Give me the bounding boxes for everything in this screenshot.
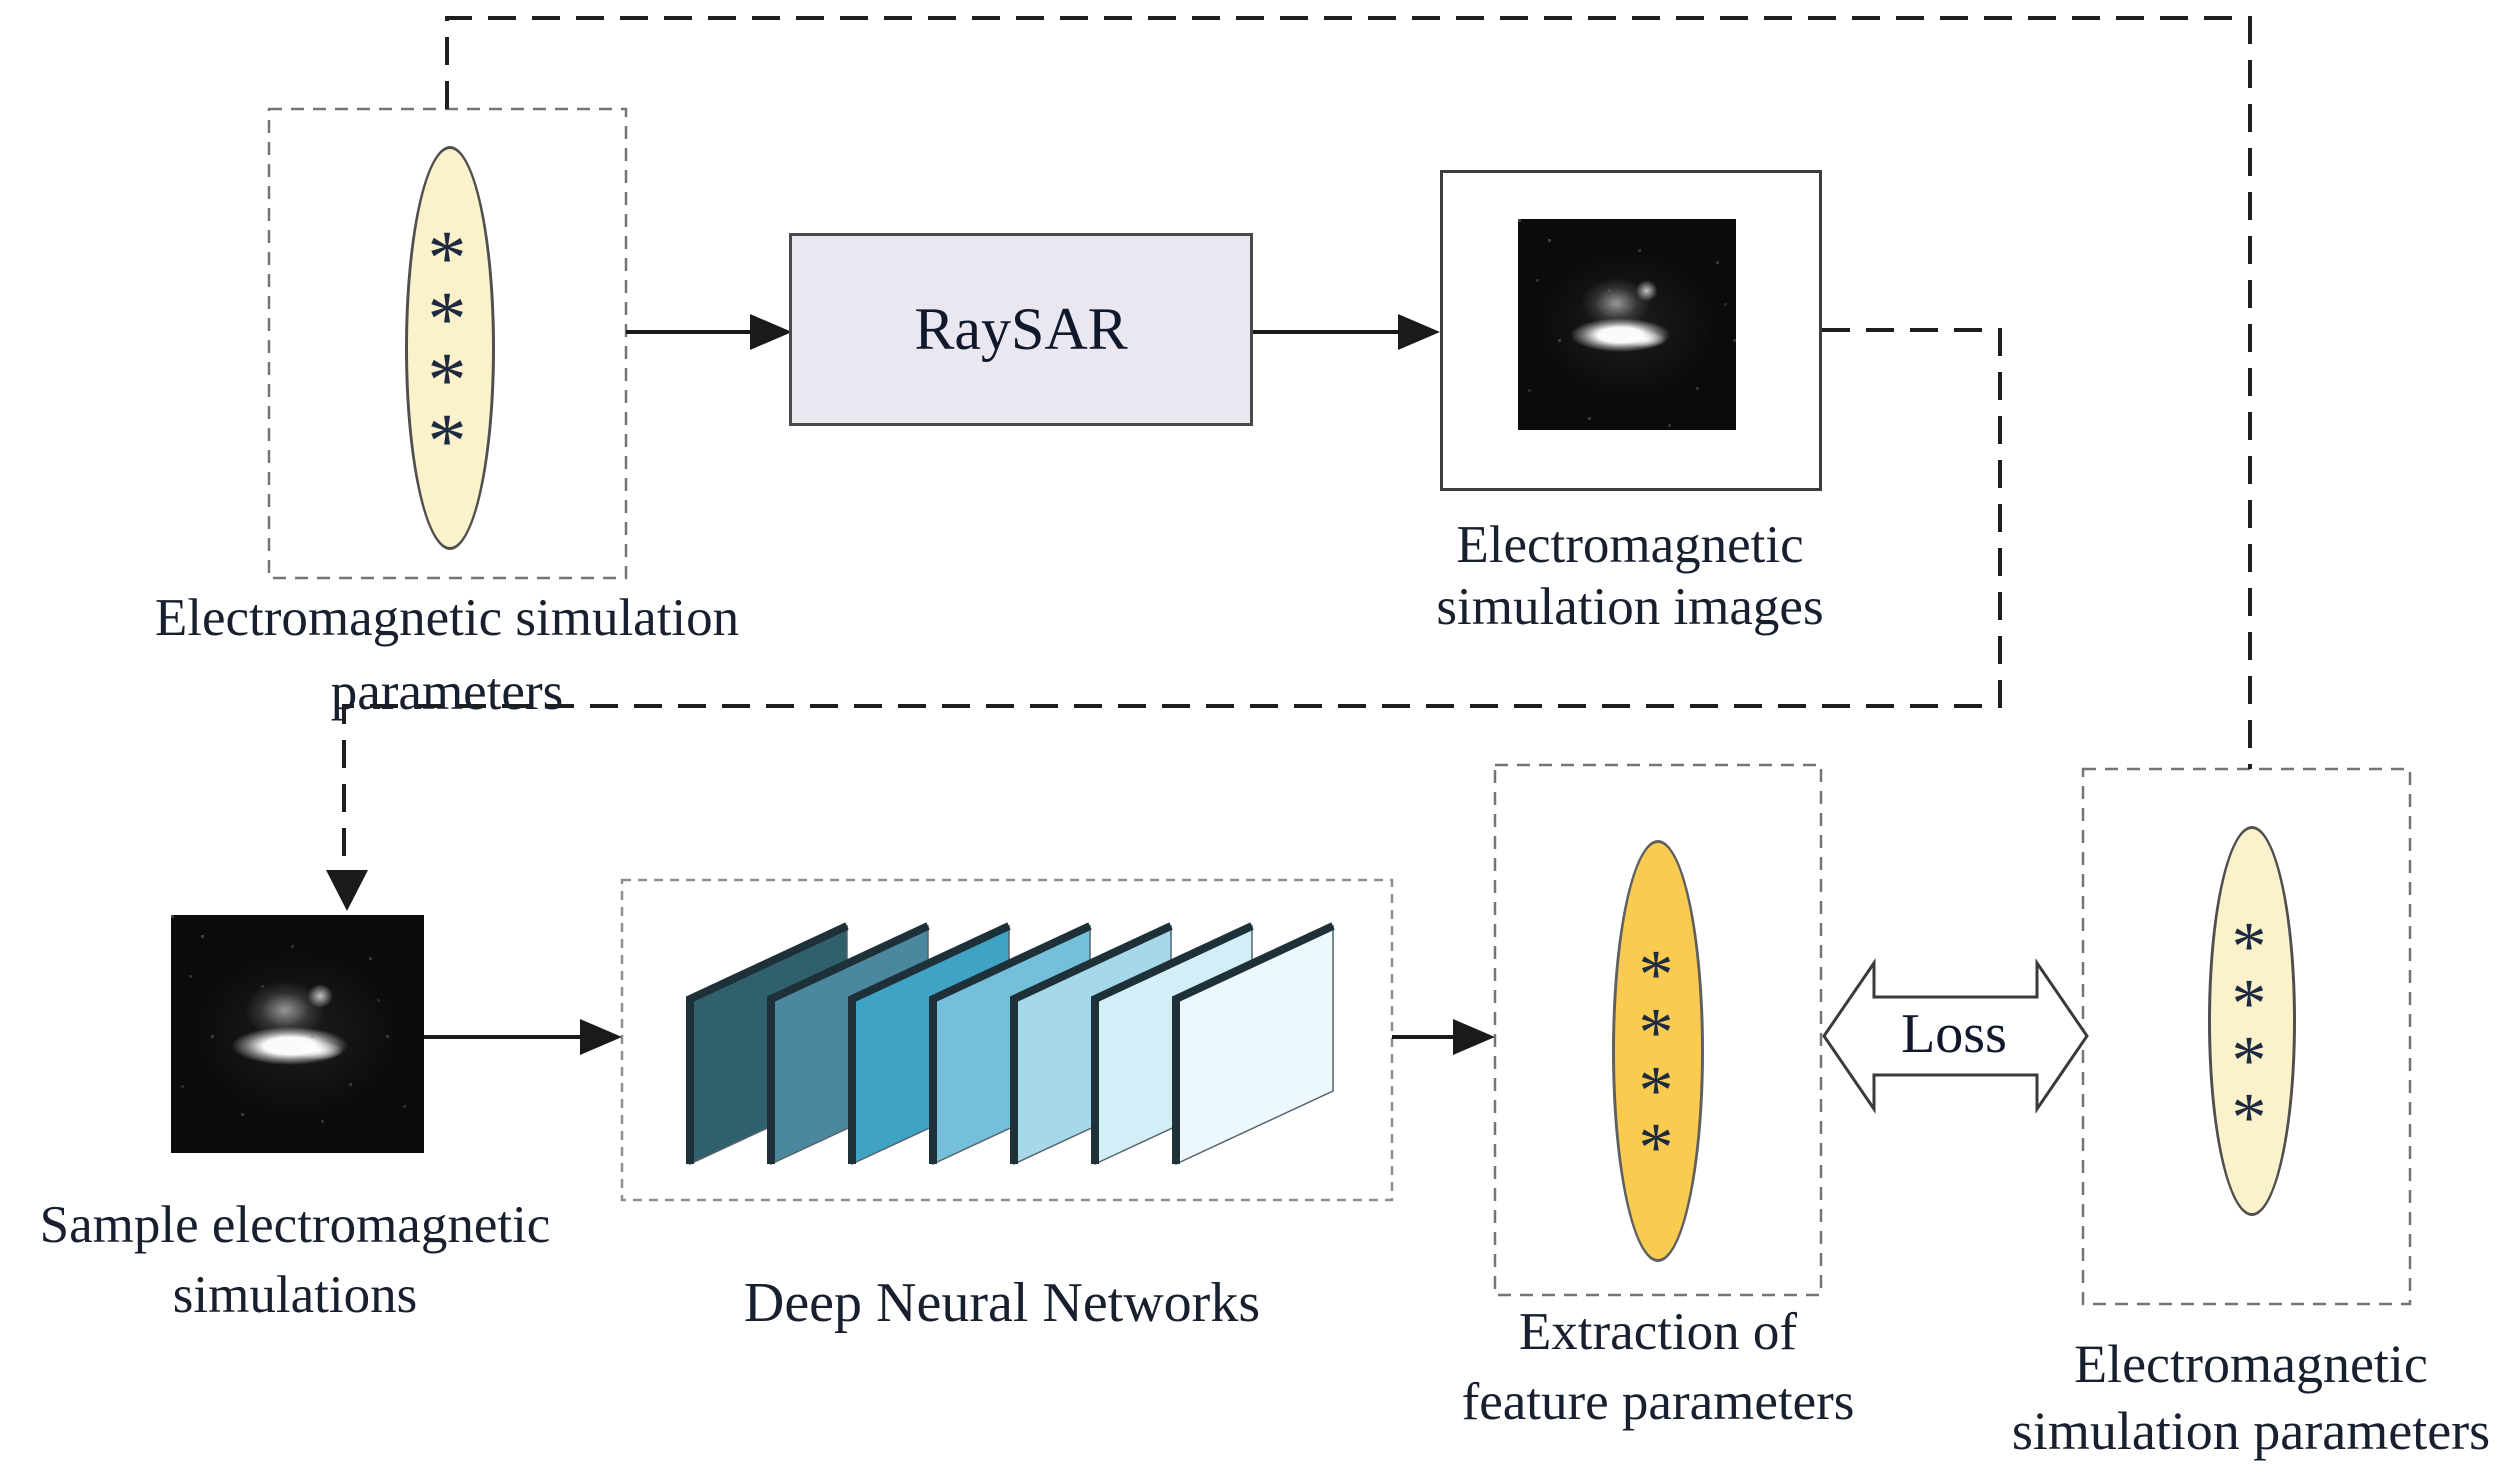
asterisk-symbol: * — [2231, 965, 2267, 1043]
label-line: feature parameters — [1461, 1373, 1855, 1431]
dnn-layer-edge — [929, 922, 1092, 1164]
asterisk-symbol: * — [427, 274, 467, 362]
label-line: Electromagnetic — [2074, 1334, 2428, 1394]
label-line: Deep Neural Networks — [743, 1272, 1261, 1334]
label-line: Sample electromagnetic — [39, 1196, 551, 1254]
em-params-left-ellipse — [405, 146, 495, 550]
dnn-dashed-box — [620, 878, 1394, 1202]
asterisk-symbol: * — [2231, 1022, 2267, 1100]
label-line: parameters — [330, 663, 564, 721]
em-simulation-sar-image — [1518, 219, 1736, 430]
arrowhead-right-icon — [750, 314, 792, 350]
arrowhead-right-icon — [580, 1019, 622, 1055]
em-params-right-label: Electromagnetic simulation parameters — [1931, 1331, 2511, 1465]
sar-noise-speckle — [171, 915, 174, 918]
extraction-feature-ellipse — [1612, 840, 1704, 1262]
arrowhead-right-icon — [1453, 1019, 1495, 1055]
em-simulation-images-label: Electromagnetic simulation images — [1330, 514, 1930, 638]
asterisk-symbol: * — [1638, 1052, 1674, 1130]
extraction-label: Extraction of feature parameters — [1358, 1297, 1958, 1437]
label-line: Electromagnetic — [1456, 516, 1804, 574]
dashed-connector-feedback — [342, 328, 2002, 869]
asterisk-symbol: * — [2231, 908, 2267, 986]
extraction-dashed-box — [1493, 763, 1823, 1297]
asterisk-symbol: * — [1638, 936, 1674, 1014]
label-line: Extraction of — [1518, 1303, 1798, 1361]
asterisk-symbol: * — [2231, 1079, 2267, 1157]
label-line: simulation images — [1436, 578, 1824, 636]
dnn-layer-edge — [1091, 922, 1254, 1164]
asterisk-symbol: * — [427, 335, 467, 423]
dnn-layers — [686, 922, 1335, 1166]
asterisk-symbol: * — [1638, 1109, 1674, 1187]
raysar-label: RaySAR — [914, 296, 1128, 362]
dnn-layer-edge — [767, 922, 930, 1164]
asterisk-symbol: * — [427, 396, 467, 484]
arrowhead-down-icon — [326, 870, 368, 911]
label-line: Electromagnetic simulation — [154, 589, 740, 647]
loss-double-arrow-icon — [1822, 958, 2089, 1114]
dnn-layer-7 — [1172, 922, 1335, 1166]
dnn-layer-edge — [686, 922, 849, 1164]
asterisk-symbol: * — [427, 213, 467, 301]
raysar-box: RaySAR — [789, 233, 1253, 426]
dnn-layer-edge — [1172, 922, 1335, 1164]
label-line: simulation parameters — [2011, 1401, 2491, 1461]
dnn-layer-edge — [848, 922, 1011, 1164]
sar-bright-target-blob — [171, 915, 424, 1153]
label-line: simulations — [172, 1266, 418, 1324]
sar-noise-speckle — [1518, 219, 1521, 222]
dashed-connector-top — [445, 16, 2252, 769]
em-params-right-ellipse — [2208, 826, 2296, 1216]
arrowhead-right-icon — [1398, 314, 1440, 350]
em-params-left-label: Electromagnetic simulation parameters — [97, 581, 797, 729]
loss-label: Loss — [1901, 1003, 2007, 1065]
sample-simulations-label: Sample electromagnetic simulations — [0, 1190, 625, 1330]
asterisk-symbol: * — [1638, 994, 1674, 1072]
sample-sar-image — [171, 915, 424, 1153]
sar-bright-target-blob — [1518, 219, 1736, 430]
dnn-layer-edge — [1010, 922, 1173, 1164]
dnn-label: Deep Neural Networks — [652, 1273, 1352, 1333]
